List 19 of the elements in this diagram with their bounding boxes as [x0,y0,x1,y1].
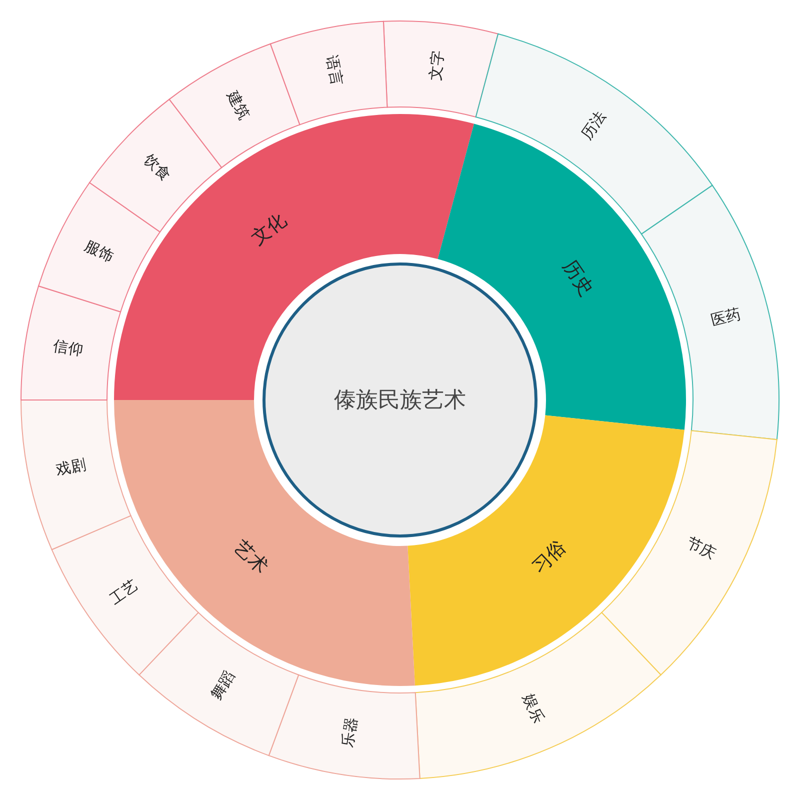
segment-label: 娱乐 [518,691,548,726]
segment-label: 语言 [322,54,347,88]
segment-label: 历法 [578,108,610,144]
segment-label: 乐器 [338,716,362,748]
segment-label: 饮食 [140,150,175,185]
segment-label: 建筑 [222,88,254,124]
center-title: 傣族民族艺术 [334,387,466,415]
segment-label: 服饰 [80,236,116,267]
segment-label: 习俗 [526,536,572,577]
segment-label: 信仰 [52,337,84,361]
segment-label: 医药 [708,304,743,330]
segment-label: 文字 [426,50,448,82]
segment-label: 艺术 [228,536,274,577]
segment-label: 文化 [246,208,292,249]
segment-label: 戏剧 [54,455,88,480]
segment-label: 历史 [557,258,599,298]
segment-label: 工艺 [106,576,142,608]
segment-label: 舞蹈 [206,668,239,704]
segment-label: 节庆 [684,533,719,564]
